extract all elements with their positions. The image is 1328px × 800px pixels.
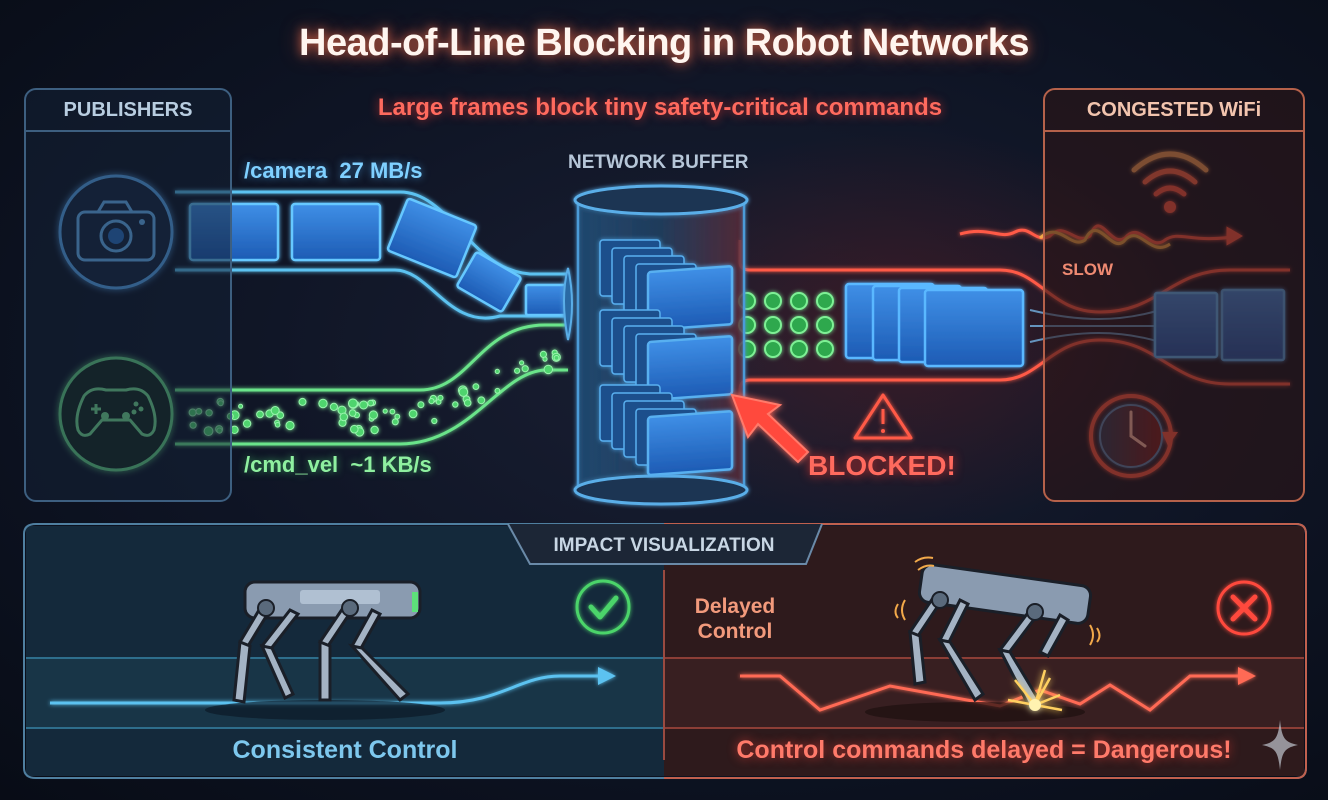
camera-frame (524, 283, 570, 317)
cmd-vel-packet (431, 417, 438, 425)
cmd-vel-packet (417, 401, 425, 409)
robot-dog-stumbling (865, 563, 1093, 722)
cmd-vel-packet (542, 356, 548, 362)
delayed-tag-line1: Delayed (694, 595, 776, 618)
cmd-vel-packet (274, 422, 281, 428)
cmd-vel-packet (463, 399, 472, 407)
shake-lines (894, 556, 1101, 646)
cmd-vel-packet (318, 398, 328, 409)
check-icon (575, 579, 631, 635)
cmd-vel-packet (367, 399, 375, 407)
cmd-vel-packet (494, 368, 500, 374)
cmd-vel-packet (285, 420, 295, 431)
cmd-vel-packet (514, 367, 521, 374)
impact-border-red (664, 523, 1307, 779)
cmd-vel-packet (437, 394, 444, 401)
warning-icon (853, 393, 913, 440)
cmd-vel-packet (368, 410, 378, 420)
queued-cmd-packet (816, 316, 834, 334)
cmd-vel-topic-label: /cmd_vel ~1 KB/s (244, 452, 432, 477)
queued-cmd-packet (764, 316, 782, 334)
buffered-frames (599, 239, 734, 477)
queued-cmd-packet (764, 292, 782, 310)
cmd-vel-packet (359, 400, 369, 410)
cmd-vel-packet (348, 398, 358, 409)
queued-cmd-packet (790, 340, 808, 358)
impact-bad-bg (664, 526, 1304, 776)
cmd-vel-packet (329, 402, 338, 411)
camera-frame (456, 251, 522, 313)
network-buffer-label: NETWORK BUFFER (568, 152, 749, 173)
cmd-vel-packet (256, 410, 264, 419)
cmd-vel-packet (276, 411, 285, 420)
cmd-vel-packet (238, 403, 244, 409)
consistent-control-path (50, 667, 616, 705)
cmd-vel-packet (350, 424, 359, 434)
impact-good-bg (26, 526, 664, 776)
queued-cmd-packet (816, 340, 834, 358)
cmd-vel-packet (458, 387, 469, 397)
cmd-vel-pipe (175, 323, 568, 446)
cmd-vel-packet (394, 413, 401, 420)
queued-cmd-packet (764, 340, 782, 358)
consistent-control-caption: Consistent Control (232, 736, 458, 764)
publishers-panel: PUBLISHERS (24, 88, 232, 502)
blocked-arrow (730, 393, 810, 464)
queued-cmd-packet (790, 292, 808, 310)
subtitle: Large frames block tiny safety-critical … (377, 94, 943, 121)
camera-frame (386, 197, 478, 279)
delayed-tag-line2: Control (697, 620, 773, 643)
cmd-vel-packet (472, 383, 480, 391)
slow-label: SLOW (1062, 260, 1113, 279)
cmd-vel-packet (408, 409, 418, 419)
delayed-control-tag: Delayed Control (690, 594, 780, 644)
blocked-label: BLOCKED! (808, 450, 956, 481)
cmd-vel-packet (298, 397, 307, 406)
queued-cmd-packet (790, 316, 808, 334)
cmd-vel-packet (382, 408, 388, 414)
page-title: Head-of-Line Blocking in Robot Networks (299, 22, 1029, 64)
camera-frame (290, 202, 382, 262)
cmd-vel-packet (348, 409, 357, 417)
cmd-vel-packet (270, 406, 280, 415)
cmd-vel-packet (477, 396, 486, 405)
publishers-heading: PUBLISHERS (26, 90, 230, 132)
cmd-vel-packet (521, 365, 529, 373)
cmd-vel-packet (494, 387, 501, 394)
impact-spark (1007, 669, 1063, 712)
cmd-vel-packet (339, 412, 349, 422)
cmd-vel-packet (391, 418, 399, 426)
impact-tab-shape (507, 523, 823, 565)
cmd-vel-packet (428, 398, 435, 405)
x-icon (1216, 580, 1272, 636)
queued-cmd-packet (816, 292, 834, 310)
buffered-frame (646, 265, 734, 332)
congested-wifi-panel: CONGESTED WiFi (1043, 88, 1305, 502)
cmd-vel-packet (242, 419, 252, 428)
cmd-vel-packet (370, 425, 379, 435)
cmd-vel-packet (452, 401, 459, 408)
sparkle-icon (1262, 720, 1298, 770)
buffered-frame (646, 335, 734, 402)
impact-heading: IMPACT VISUALIZATION (553, 535, 775, 556)
cmd-vel-packet (519, 360, 525, 366)
robot-dog-stable (205, 580, 445, 720)
cmd-vel-packet (389, 408, 396, 415)
camera-topic-label: /camera 27 MB/s (244, 158, 423, 183)
danger-caption: Control commands delayed = Dangerous! (736, 736, 1232, 764)
cmd-vel-packet (553, 355, 560, 361)
buffered-frame (646, 410, 734, 477)
camera-frames (188, 197, 570, 317)
cmd-vel-packet (543, 364, 553, 375)
wifi-heading: CONGESTED WiFi (1045, 90, 1303, 132)
cmd-vel-packets (188, 349, 561, 437)
queued-frame (923, 288, 1025, 368)
